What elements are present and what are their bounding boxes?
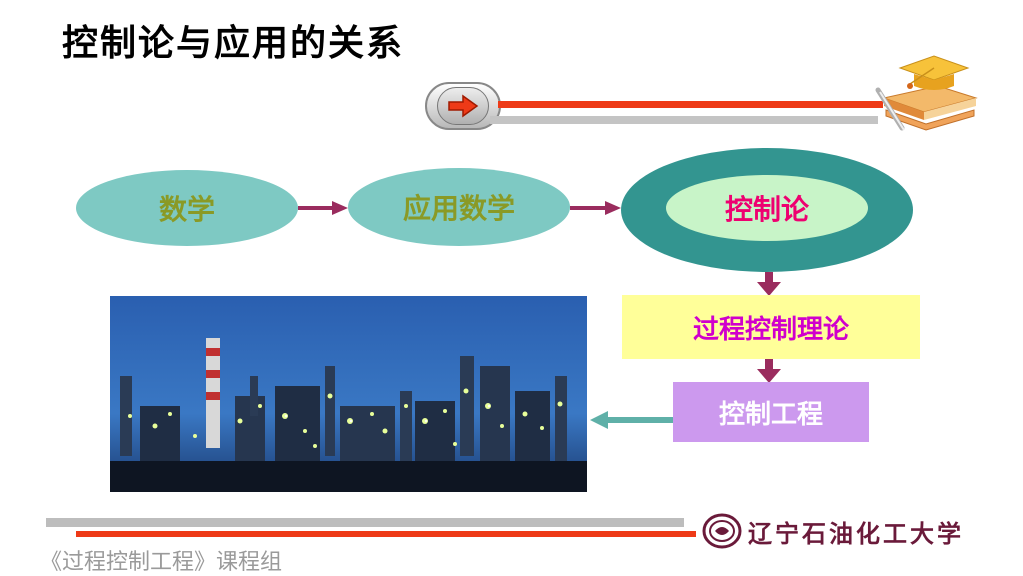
arrow-right-icon — [448, 94, 479, 118]
nav-button-inner — [437, 87, 489, 125]
arrow-control-to-process — [757, 272, 781, 296]
node-applied-math-label: 应用数学 — [402, 192, 515, 225]
node-math: 数学 — [76, 170, 298, 246]
control-engineering-label: 控制工程 — [718, 399, 823, 430]
footer-gray-line — [46, 518, 684, 527]
node-math-label: 数学 — [158, 193, 215, 226]
industrial-plant-photo — [110, 296, 587, 492]
process-control-theory-label: 过程控制理论 — [692, 314, 849, 345]
header-red-line — [498, 101, 883, 108]
university-seal-icon — [702, 513, 742, 549]
arrow-applied-to-control — [570, 201, 621, 215]
page-title: 控制论与应用的关系 — [62, 22, 405, 64]
footer-red-line — [76, 531, 696, 537]
node-control-theory-label: 控制论 — [724, 193, 809, 226]
arrow-process-to-engineering — [757, 359, 781, 383]
header-gray-line — [490, 116, 878, 124]
node-control-engineering: 控制工程 — [673, 382, 869, 442]
node-control-theory: 控制论 — [666, 175, 868, 241]
graduation-cap-icon — [875, 55, 978, 131]
node-process-control-theory: 过程控制理论 — [622, 295, 920, 359]
arrow-engineering-to-application — [590, 411, 673, 429]
university-name: 辽宁石油化工大学 — [748, 518, 964, 548]
university-logo: 辽宁石油化工大学 — [702, 512, 968, 550]
next-slide-button[interactable] — [425, 82, 501, 130]
node-applied-math: 应用数学 — [348, 168, 570, 246]
course-group-label: 《过程控制工程》课程组 — [40, 550, 283, 575]
arrow-math-to-applied — [298, 201, 348, 215]
